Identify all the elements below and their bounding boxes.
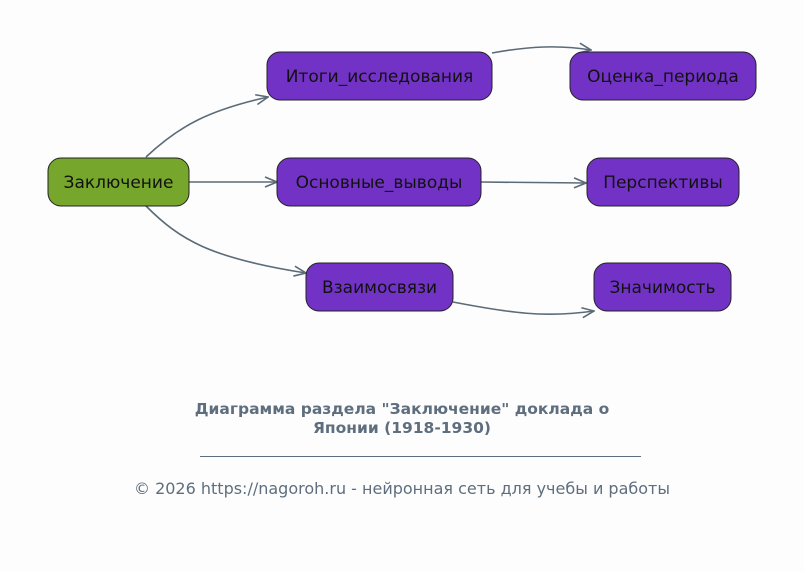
node-osnovnye-vyvody-box — [276, 157, 482, 207]
node-znachimost-box — [593, 262, 732, 312]
node-zaklyuchenie-label: Заключение — [64, 173, 174, 193]
diagram-title-line-1: Диаграмма раздела "Заключение" доклада о — [194, 400, 610, 418]
node-vzaimosvyazi: Взаимосвязи — [305, 262, 454, 312]
node-ocenka-perioda-label: Оценка_периода — [587, 67, 739, 87]
node-ocenka-perioda-box — [569, 51, 757, 101]
node-itogi-issledovaniya-box — [266, 51, 493, 101]
node-perspektivy-label: Перспективы — [603, 173, 723, 193]
edge-vyvody-to-perspektivy — [480, 182, 586, 183]
node-perspektivy: Перспективы — [586, 157, 740, 207]
diagram-title: Диаграмма раздела "Заключение" доклада о… — [0, 400, 804, 438]
diagram-title-line-2: Японии (1918-1930) — [312, 419, 491, 437]
title-divider — [200, 456, 641, 457]
node-perspektivy-box — [586, 157, 740, 207]
edge-itogi-to-ocenka — [491, 47, 591, 53]
node-osnovnye-vyvody: Основные_выводы — [276, 157, 482, 207]
node-zaklyuchenie-box — [47, 157, 190, 207]
node-znachimost: Значимость — [593, 262, 732, 312]
node-osnovnye-vyvody-label: Основные_выводы — [296, 173, 463, 193]
edge-root-to-itogi — [145, 97, 268, 158]
node-itogi-issledovaniya: Итоги_исследования — [266, 51, 493, 101]
node-zaklyuchenie: Заключение — [47, 157, 190, 207]
node-ocenka-perioda: Оценка_периода — [569, 51, 757, 101]
node-itogi-issledovaniya-label: Итоги_исследования — [286, 67, 474, 87]
edge-vzaimosvyazi-to-znachimost — [452, 301, 594, 314]
node-vzaimosvyazi-label: Взаимосвязи — [322, 278, 437, 298]
node-vzaimosvyazi-box — [305, 262, 454, 312]
footer-credit: © 2026 https://nagoroh.ru - нейронная се… — [133, 479, 670, 498]
node-znachimost-label: Значимость — [609, 278, 715, 298]
edge-root-to-vzaimosvyazi — [145, 205, 306, 273]
mind-map-diagram: Заключение Итоги_исследования Основные_в… — [47, 0, 757, 380]
